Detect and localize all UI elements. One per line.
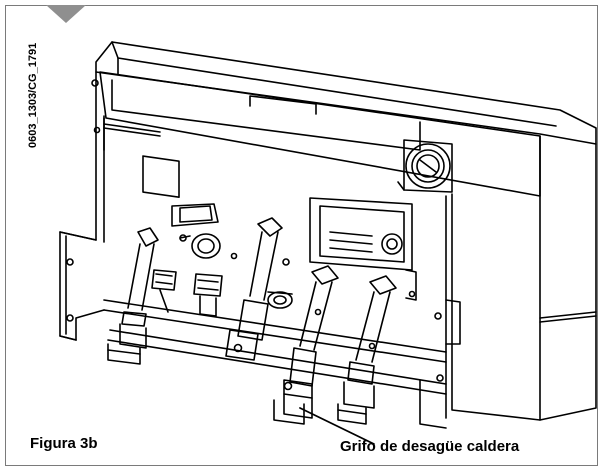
- inner-openings: [171, 181, 417, 301]
- pipe-hot-water: [225, 217, 290, 361]
- corner-tab: [46, 5, 86, 23]
- pipe-gas-inlet: [273, 265, 339, 425]
- figure-caption: Figura 3b: [30, 435, 98, 452]
- pipe-heating-flow: [107, 227, 159, 365]
- valve-fittings: [151, 269, 223, 317]
- pipe-cold-water: [337, 275, 397, 425]
- callout-leader-line: [299, 407, 375, 445]
- pressure-gauge: [403, 139, 453, 193]
- drain-valve-callout: Grifo de desagüe caldera: [340, 438, 520, 455]
- right-side-casing: [445, 135, 597, 421]
- boiler-top-casing: [95, 41, 597, 145]
- chassis-frame: [59, 71, 461, 429]
- pump-unit: [179, 233, 221, 259]
- drain-valve: [267, 291, 293, 309]
- control-panel: [99, 71, 541, 198]
